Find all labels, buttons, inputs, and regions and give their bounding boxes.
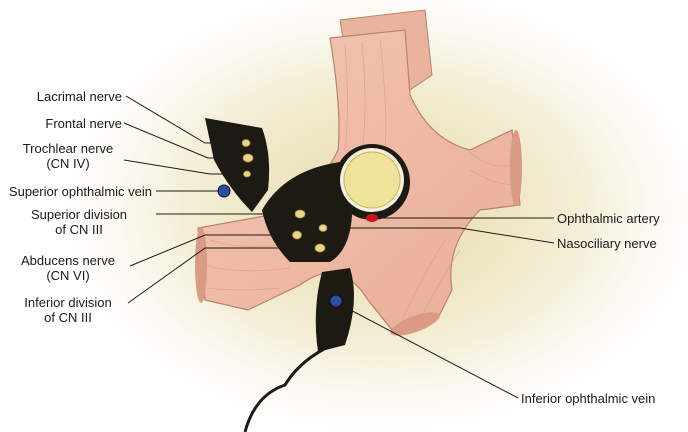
label-trochlear-nerve-cn: (CN IV) — [46, 156, 90, 171]
leader-inf-division — [127, 247, 315, 304]
leader-trochlear — [123, 159, 243, 175]
upper-nerves — [241, 139, 254, 178]
label-superior-ophthalmic-vein: Superior ophthalmic vein — [8, 184, 152, 199]
label-superior-division-cn: of CN III — [55, 222, 103, 237]
frontal-nerve-dot — [242, 153, 254, 163]
label-inferior-ophthalmic-vein: Inferior ophthalmic vein — [521, 391, 656, 406]
leader-nasociliary — [327, 227, 555, 244]
label-inferior-division-cn: of CN III — [44, 310, 92, 325]
leader-lines — [123, 95, 555, 399]
label-frontal-nerve: Frontal nerve — [45, 116, 122, 131]
inferior-ophthalmic-vein-dot — [329, 294, 343, 308]
leader-inf-vein — [340, 304, 519, 399]
ophthalmic-artery-dot — [366, 214, 378, 222]
label-trochlear-nerve: Trochlear nerve — [22, 141, 114, 156]
optic-nerve — [343, 151, 401, 209]
lateral-rectus-cap — [195, 227, 207, 303]
inferior-rectus-cap — [390, 312, 440, 336]
superior-division-dot — [294, 209, 306, 219]
inferior-vein-trail — [243, 343, 333, 432]
medial-rectus-cap — [510, 130, 522, 206]
leader-abducens — [129, 234, 292, 267]
inferior-division-dot — [314, 243, 326, 253]
nasociliary-nerve-dot — [318, 224, 328, 232]
label-nasociliary-nerve: Nasociliary nerve — [557, 236, 657, 251]
tendinous-ring-opening — [262, 162, 352, 262]
leader-lacrimal — [125, 95, 242, 144]
label-superior-division: Superior division — [30, 207, 128, 222]
superior-orbital-fissure-upper — [205, 118, 270, 212]
leader-frontal — [123, 122, 243, 159]
label-ophthalmic-artery: Ophthalmic artery — [557, 211, 660, 226]
lacrimal-nerve-dot — [241, 139, 251, 147]
superior-ophthalmic-vein-dot — [217, 184, 231, 198]
abducens-nerve-dot — [292, 230, 302, 240]
label-inferior-division: Inferior division — [24, 295, 112, 310]
optic-canal — [334, 144, 410, 222]
label-abducens-nerve-cn: (CN VI) — [46, 268, 90, 283]
trochlear-nerve-dot — [243, 170, 251, 178]
label-lacrimal-nerve: Lacrimal nerve — [36, 89, 122, 104]
label-abducens-nerve: Abducens nerve — [21, 253, 115, 268]
inferior-orbital-fissure — [315, 268, 354, 352]
